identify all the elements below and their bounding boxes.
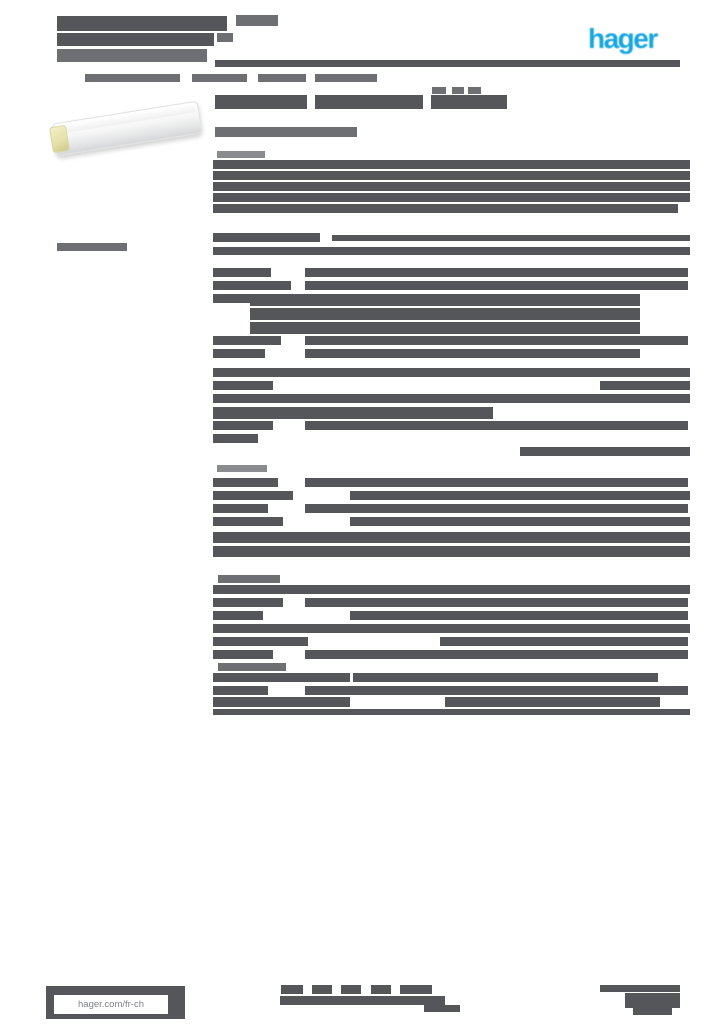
greeked-text-bar: [213, 204, 678, 213]
greeked-text-bar: [218, 575, 280, 583]
greeked-text-bar: [312, 985, 332, 994]
greeked-text-bar: [213, 434, 258, 443]
greeked-text-bar: [192, 74, 247, 82]
greeked-text-bar: [305, 421, 688, 430]
greeked-text-bar: [213, 294, 261, 303]
greeked-text-bar: [213, 247, 690, 255]
greeked-text-bar: [213, 421, 273, 430]
greeked-text-bar: [371, 985, 391, 994]
greeked-text-bar: [305, 336, 688, 345]
greeked-text-bar: [520, 447, 690, 456]
greeked-text-bar: [213, 673, 350, 682]
greeked-text-bar: [236, 15, 278, 26]
greeked-text-bar: [431, 95, 507, 109]
greeked-text-bar: [213, 336, 281, 345]
greeked-text-bar: [213, 268, 271, 277]
greeked-text-bar: [213, 233, 320, 242]
greeked-text-bar: [305, 650, 688, 659]
greeked-text-bar: [432, 87, 446, 94]
greeked-text-bar: [315, 95, 423, 109]
greeked-text-bar: [213, 368, 690, 377]
greeked-text-bar: [350, 517, 690, 526]
greeked-text-bar: [468, 87, 481, 94]
greeked-text-bar: [633, 1008, 672, 1015]
greeked-text-bar: [600, 381, 690, 390]
greeked-text-bar: [305, 686, 688, 695]
greeked-text-bar: [350, 491, 690, 500]
greeked-text-bar: [213, 281, 291, 290]
greeked-text-bar: [625, 993, 680, 1008]
greeked-text-bar: [305, 349, 640, 358]
greeked-text-bar: [213, 650, 273, 659]
greeked-text-bar: [250, 322, 640, 334]
greeked-text-bar: [213, 546, 690, 557]
greeked-text-bar: [280, 996, 445, 1005]
greeked-text-bar: [353, 673, 658, 682]
greeked-text-bar: [213, 517, 283, 526]
greeked-text-bar: [213, 182, 690, 191]
greeked-text-bar: [213, 349, 265, 358]
greeked-text-bar: [213, 160, 690, 169]
greeked-text-bar: [213, 686, 268, 695]
greeked-text-bar: [213, 585, 690, 594]
footer-website-link[interactable]: hager.com/fr-ch: [54, 995, 168, 1014]
greeked-text-bar: [350, 611, 688, 620]
greeked-text-bar: [215, 60, 680, 67]
greeked-text-bar: [57, 16, 227, 31]
greeked-text-bar: [57, 49, 207, 62]
greeked-text-bar: [305, 268, 688, 277]
greeked-text-bar: [341, 985, 361, 994]
greeked-text-bar: [213, 709, 690, 715]
greeked-text-bar: [250, 294, 640, 306]
greeked-text-bar: [213, 171, 690, 180]
greeked-text-bar: [213, 394, 690, 403]
greeked-text-bar: [213, 532, 690, 543]
greeked-text-bar: [213, 504, 268, 513]
greeked-text-bar: [445, 697, 660, 707]
greeked-text-bar: [213, 697, 350, 707]
greeked-text-bar: [213, 491, 293, 500]
greeked-text-bar: [213, 193, 690, 202]
greeked-text-bar: [305, 281, 688, 290]
greeked-text-bar: [213, 637, 308, 646]
greeked-text-bar: [217, 33, 233, 42]
hager-logo: hager: [588, 23, 658, 54]
greeked-text-bar: [305, 504, 688, 513]
greeked-text-bar: [258, 74, 306, 82]
greeked-text-bar: [250, 308, 640, 320]
greeked-text-bar: [217, 465, 267, 472]
greeked-text-bar: [305, 478, 688, 487]
greeked-text-bar: [215, 127, 357, 137]
greeked-text-bar: [600, 985, 680, 992]
greeked-text-bar: [213, 598, 283, 607]
greeked-text-bar: [213, 381, 273, 390]
greeked-text-bar: [217, 151, 265, 158]
greeked-text-bar: [400, 985, 432, 994]
greeked-text-bar: [213, 407, 493, 419]
greeked-text-bar: [218, 663, 286, 671]
greeked-text-bar: [57, 33, 214, 46]
product-image: [48, 90, 204, 164]
greeked-text-bar: [440, 637, 688, 646]
greeked-text-bar: [213, 624, 690, 633]
greeked-text-bar: [57, 243, 127, 251]
greeked-text-bar: [85, 74, 180, 82]
greeked-text-bar: [281, 985, 303, 994]
greeked-text-bar: [332, 235, 690, 241]
greeked-text-bar: [215, 95, 307, 109]
greeked-text-bar: [213, 611, 263, 620]
greeked-text-bar: [315, 74, 377, 82]
greeked-text-bar: [213, 478, 278, 487]
greeked-text-bar: [424, 1005, 460, 1012]
greeked-text-bar: [305, 598, 688, 607]
greeked-text-bar: [452, 87, 464, 94]
